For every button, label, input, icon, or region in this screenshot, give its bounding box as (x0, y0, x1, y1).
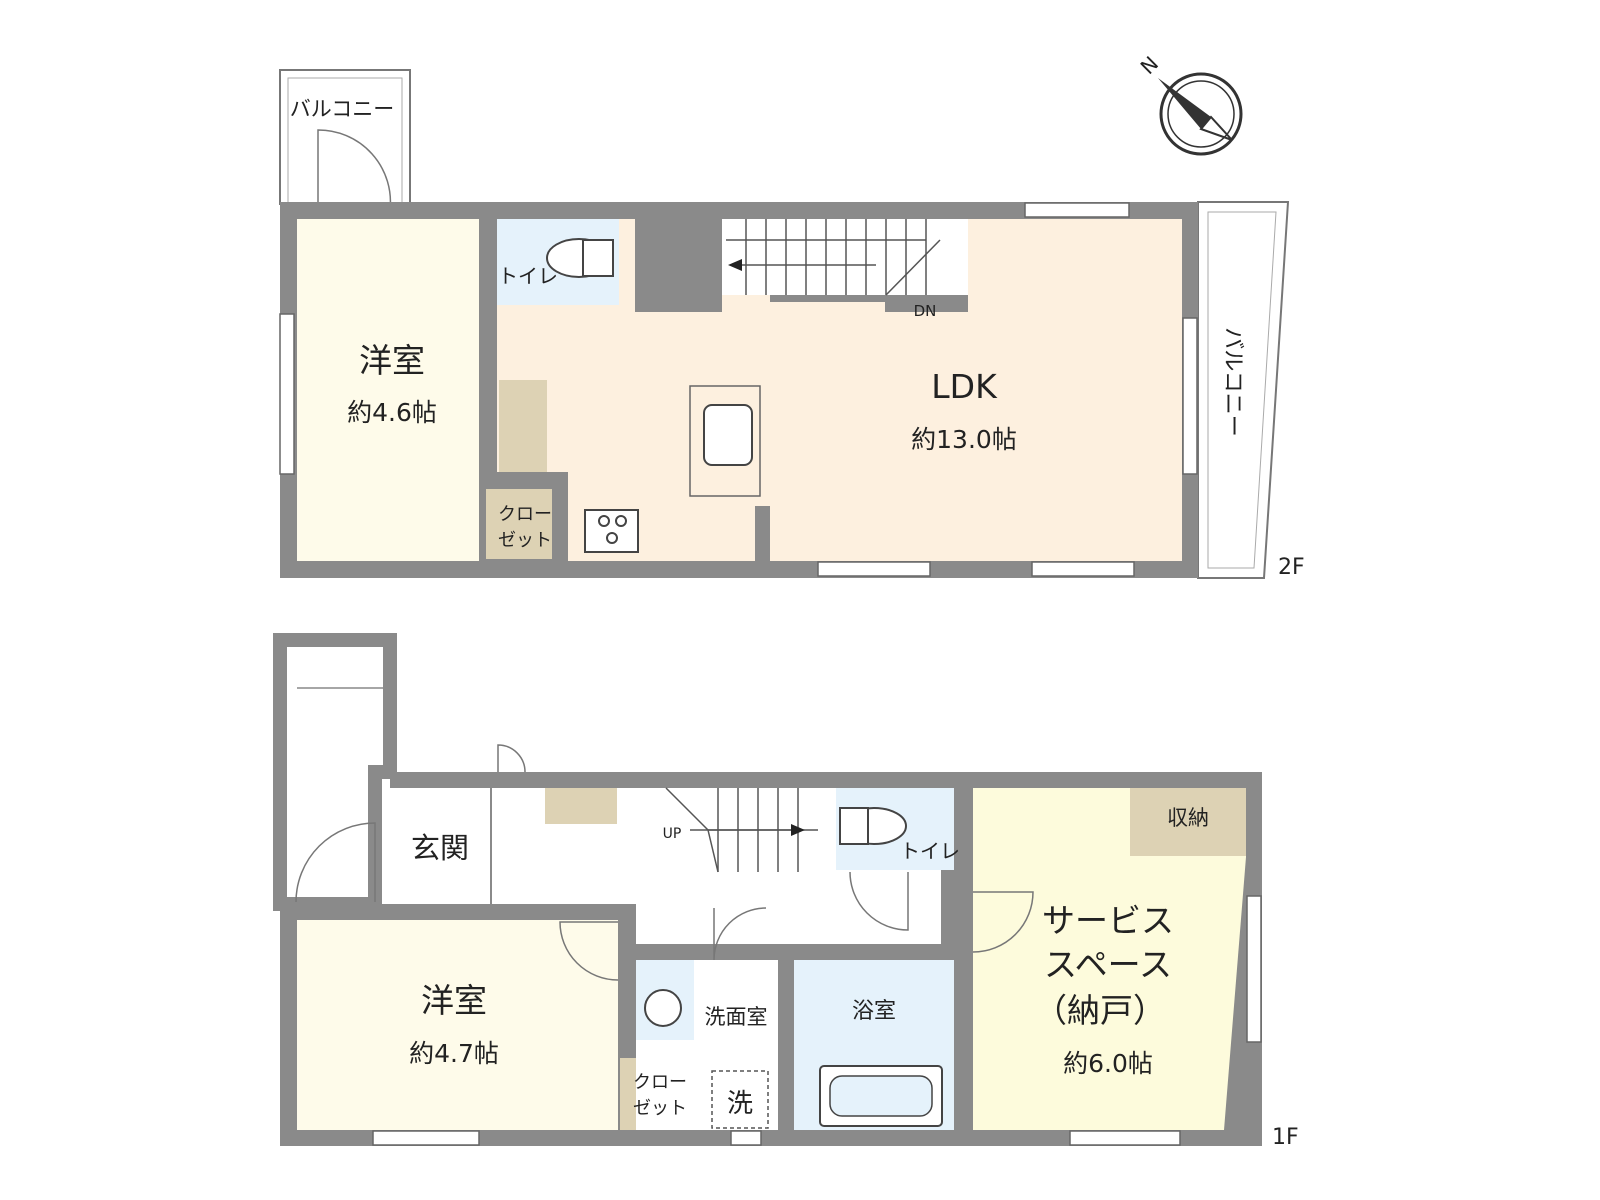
entrance-label: 玄関 (411, 831, 469, 865)
compass-ring-outer (1159, 72, 1243, 156)
toilet-tank-icon-2f (582, 239, 614, 277)
balcony-side-inner (1207, 211, 1277, 569)
stair-arrow-1f (791, 824, 805, 836)
compass: N (1136, 52, 1243, 156)
compass-needle-south (1199, 115, 1233, 141)
stair-label-2f: DN (914, 302, 937, 320)
ldk-name: LDK (931, 367, 998, 406)
floor-2f-label: 2F (1278, 555, 1305, 580)
burner-icon (615, 515, 627, 527)
balcony-side-label: バルコニー (1220, 327, 1245, 437)
toilet-tank-icon-1f (839, 807, 869, 845)
kitchen-sink (703, 404, 753, 466)
ldk-size: 約13.0帖 (911, 425, 1017, 454)
washroom-label: 洗面室 (705, 1005, 768, 1029)
floor-2f: バルコニー バルコニー DN (279, 69, 1305, 580)
bathtub-basin-icon (829, 1075, 933, 1117)
floor-1f: UP 玄関 収納 トイレ サービス スペース （納戸） 約6.0帖 (273, 633, 1299, 1150)
toilet-2f-label: トイレ (498, 264, 558, 288)
burner-icon (598, 515, 610, 527)
balcony-door-swing (317, 129, 392, 211)
windows-2f (279, 202, 1198, 577)
stair-label-1f: UP (663, 826, 682, 842)
closet-2f-line2: ゼット (498, 530, 552, 551)
back-door-swing (497, 744, 526, 773)
floor-1f-label: 1F (1272, 1125, 1299, 1150)
burner-icon (606, 532, 618, 544)
compass-ring-inner (1167, 80, 1235, 148)
service-name-line3: （納戸） (1034, 991, 1166, 1030)
balcony-top-label: バルコニー (290, 97, 395, 121)
bedroom-1f-size: 約4.7帖 (409, 1039, 499, 1068)
storage-1f-label: 収納 (1167, 806, 1209, 830)
storage-1f (1130, 788, 1246, 856)
washroom-door-swing (713, 907, 767, 961)
porch (273, 633, 397, 911)
compass-label: N (1136, 52, 1164, 80)
wash-basin-icon (644, 989, 682, 1027)
washer-label: 洗 (727, 1089, 753, 1119)
bedroom-1f-door-swing (559, 921, 619, 981)
stair-treads-2f (726, 219, 941, 296)
service-name-line2: スペース (1044, 945, 1172, 984)
windows-1f (372, 895, 1262, 1146)
bedroom-2f-size: 約4.6帖 (347, 398, 437, 427)
closet-2f-line1: クロー (498, 504, 552, 525)
service-name-line1: サービス (1042, 901, 1174, 940)
closet-1f-line2: ゼット (633, 1098, 687, 1119)
doors-1f (497, 744, 1034, 981)
toilet-1f-label: トイレ (900, 839, 960, 863)
washer-space (711, 1070, 769, 1129)
balcony-top (279, 69, 411, 205)
entrance-door-swing (295, 822, 376, 903)
fridge-space (499, 380, 547, 472)
entrance (390, 788, 490, 904)
stair-arrow-2f (728, 259, 742, 271)
closet-2f (486, 489, 552, 559)
service-space (973, 788, 1246, 1130)
ldk-area (497, 219, 1182, 561)
bedroom-2f-name: 洋室 (359, 341, 425, 380)
bedroom-2f (297, 219, 479, 561)
toilet-1f-door-swing (849, 871, 909, 931)
bedroom-1f-name: 洋室 (421, 981, 487, 1020)
compass-needle-north (1158, 78, 1211, 129)
bedroom-1f (297, 920, 618, 1130)
shoe-storage (545, 788, 617, 824)
closet-1f-line1: クロー (633, 1072, 687, 1093)
service-door-swing (972, 891, 1034, 953)
bathroom-label: 浴室 (852, 999, 896, 1024)
cooktop (584, 509, 639, 553)
service-size: 約6.0帖 (1063, 1049, 1153, 1078)
stair-2f (722, 219, 968, 295)
